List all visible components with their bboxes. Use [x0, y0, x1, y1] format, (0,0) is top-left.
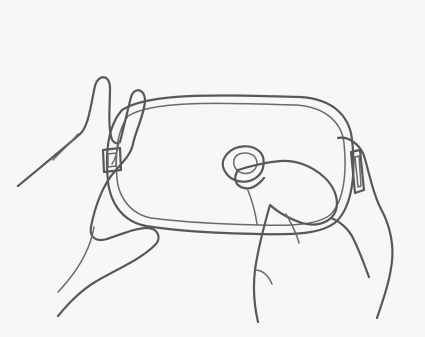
illustration-frame — [0, 0, 425, 337]
case-hands-illustration — [0, 0, 425, 337]
